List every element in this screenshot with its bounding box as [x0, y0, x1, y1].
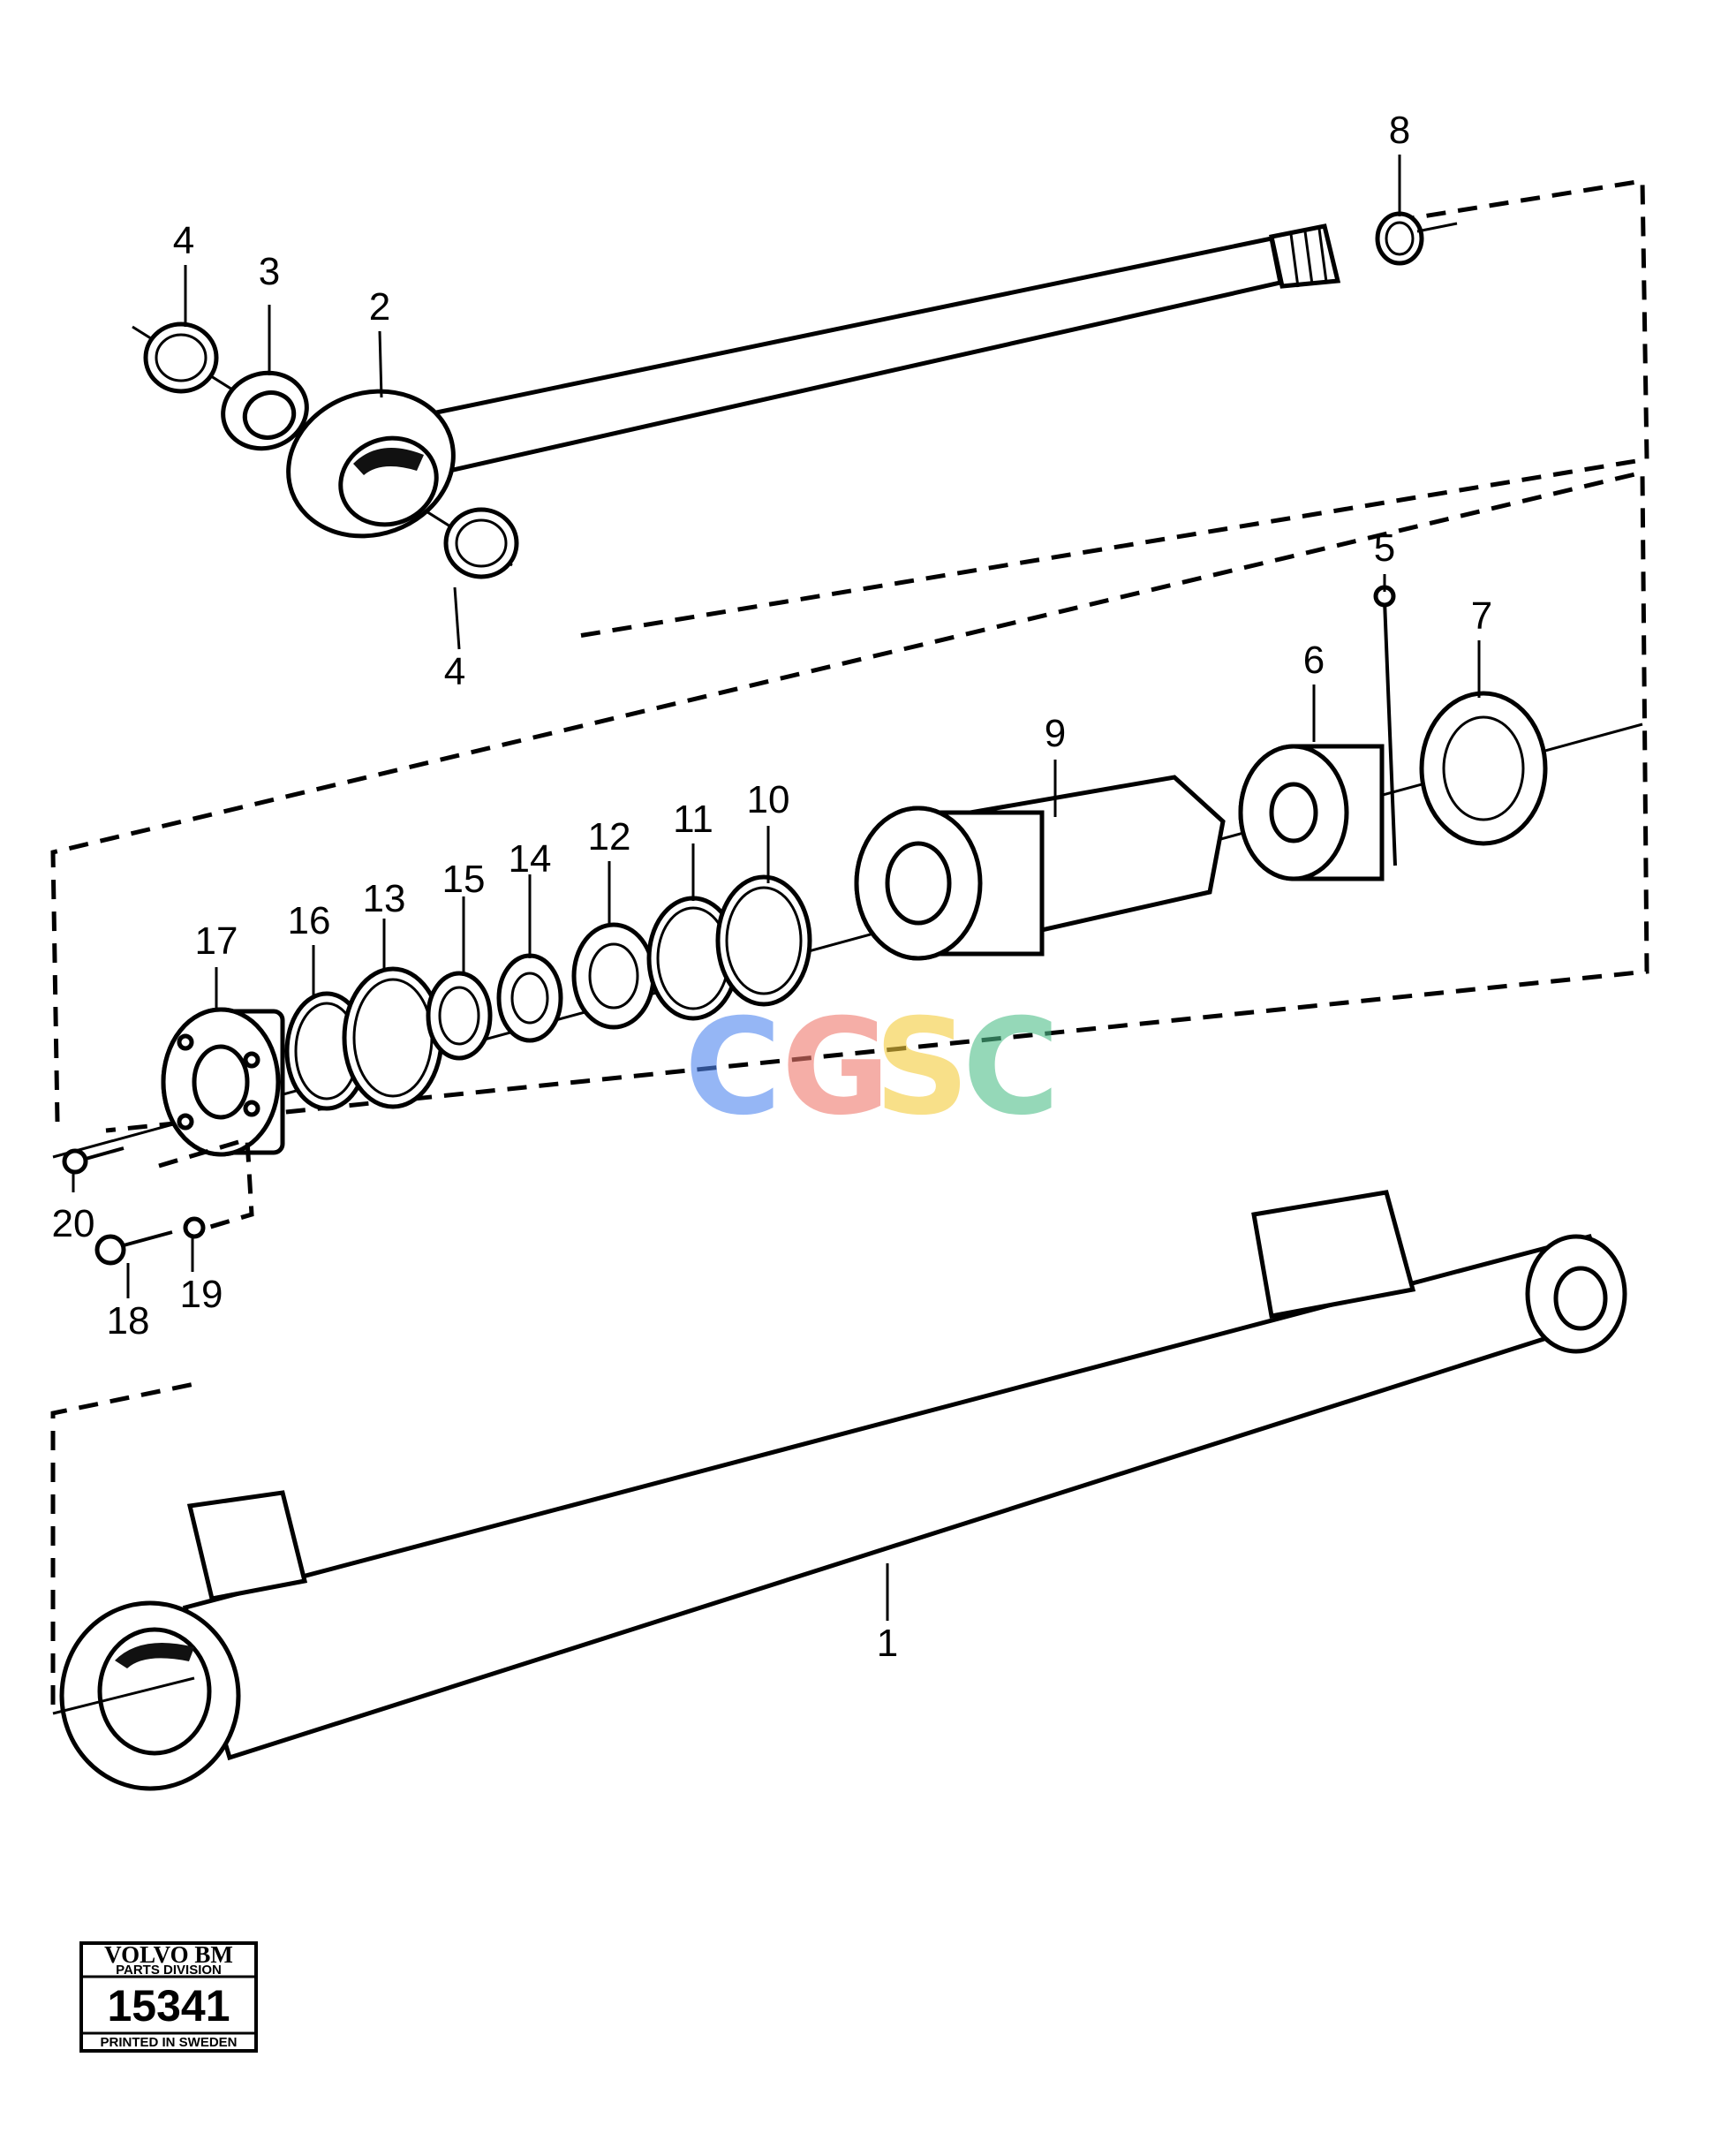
watermark-letter-4: C	[962, 991, 1060, 1145]
piston-rod-group	[132, 178, 1649, 639]
callout-7: 7	[1471, 594, 1492, 638]
watermark-letter-1: C	[684, 991, 781, 1145]
rod-boundary-dashed	[577, 178, 1649, 639]
watermark-letter-2: G	[781, 991, 890, 1145]
washer-19	[183, 1216, 206, 1239]
callout-11: 11	[673, 798, 713, 841]
callout-16: 16	[288, 899, 331, 942]
tube-centerline	[52, 1676, 195, 1715]
stamp-number: 15341	[107, 1981, 230, 2031]
volvo-bm-stamp: VOLVO BM PARTS DIVISION 15341 PRINTED IN…	[79, 1941, 258, 2053]
bolt-20-head	[62, 1148, 88, 1175]
callout-8: 8	[1389, 109, 1410, 152]
stamp-footer: PRINTED IN SWEDEN	[100, 2035, 237, 2050]
callout-4-bottom: 4	[444, 650, 465, 693]
callout-1: 1	[877, 1622, 898, 1665]
callout-18: 18	[107, 1299, 150, 1343]
watermark-letter-3: S	[874, 991, 970, 1145]
callout-19: 19	[180, 1273, 223, 1316]
piston-seal-group	[50, 469, 1649, 1266]
callout-17: 17	[195, 919, 238, 963]
tube-mount-block	[186, 1490, 308, 1601]
callout-5: 5	[1374, 526, 1395, 570]
stamp-brand: VOLVO BM	[104, 1941, 233, 1968]
cylinder-tube	[182, 1233, 1619, 1761]
callout-10: 10	[747, 778, 790, 821]
callout-20: 20	[52, 1202, 95, 1245]
callout-6: 6	[1303, 639, 1325, 682]
callout-leaders	[72, 155, 1481, 1621]
callout-12: 12	[588, 815, 631, 858]
callout-4-top: 4	[173, 219, 194, 262]
callout-14: 14	[509, 837, 552, 881]
mid-mount-block	[1251, 1190, 1416, 1319]
callout-2: 2	[369, 285, 390, 329]
callout-9: 9	[1045, 712, 1066, 755]
split-pin-5	[1383, 600, 1397, 866]
stamp-division: PARTS DIVISION	[116, 1963, 222, 1978]
tube-boundary-dashed	[50, 1380, 204, 1705]
bolt-18-head	[94, 1234, 126, 1266]
callout-13: 13	[363, 877, 406, 920]
bolt-18-shank	[123, 1230, 173, 1247]
callout-3: 3	[259, 250, 280, 293]
cylinder-tube-group	[50, 1190, 1627, 1791]
cgsc-watermark: C G S C	[684, 991, 1060, 1145]
callout-15: 15	[442, 858, 486, 901]
bolt-20-shank	[85, 1146, 125, 1161]
bolt-dashed-guide	[158, 1136, 254, 1230]
callout-numbers: 8 4 3 2 4 5 7 6 9 10 11 12 14 15 13 16 1…	[52, 109, 1493, 1665]
piston-rod	[420, 236, 1283, 475]
